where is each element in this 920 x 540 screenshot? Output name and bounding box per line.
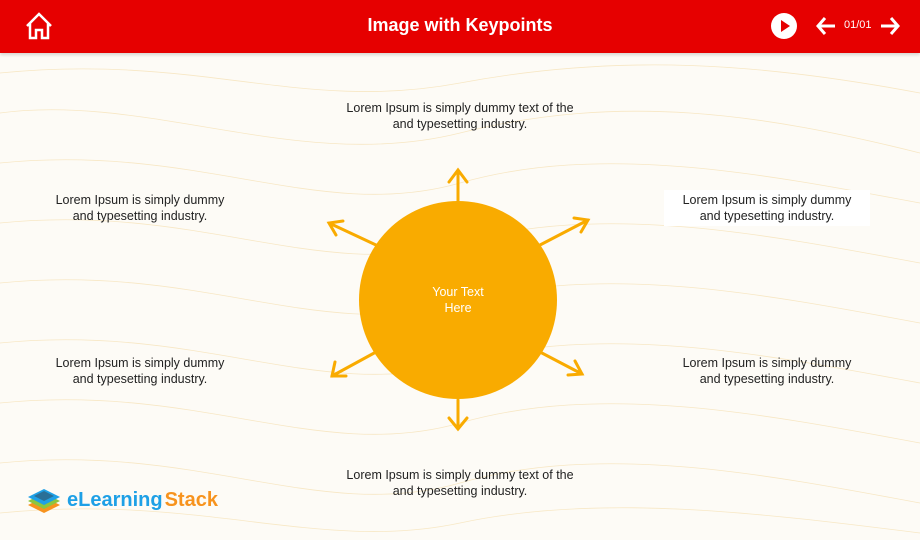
center-text-line2: Here bbox=[444, 301, 472, 315]
arrow-lower-right bbox=[538, 350, 585, 377]
keypoint-text: Lorem Ipsum is simply dummy text of the bbox=[346, 468, 574, 482]
next-arrow-icon[interactable] bbox=[879, 15, 901, 37]
arrow-up bbox=[447, 167, 469, 204]
arrow-down bbox=[447, 398, 469, 432]
keypoint-lower-right: Lorem Ipsum is simply dummy and typesetti… bbox=[667, 355, 867, 387]
keypoint-text: Lorem Ipsum is simply dummy text of the bbox=[346, 101, 574, 115]
logo-text-stack: Stack bbox=[164, 488, 218, 511]
arrow-lower-left bbox=[330, 350, 378, 378]
keypoint-text: and typesetting industry. bbox=[699, 372, 835, 386]
keypoint-text: and typesetting industry. bbox=[699, 209, 835, 223]
keypoint-upper-right: Lorem Ipsum is simply dummy and typesetti… bbox=[664, 190, 870, 226]
top-bar: Image with Keypoints 01/01 bbox=[0, 0, 920, 53]
logo-text-elearning: eLearning bbox=[67, 488, 163, 511]
keypoint-text: Lorem Ipsum is simply dummy bbox=[55, 193, 225, 207]
keypoint-upper-left: Lorem Ipsum is simply dummy and typesetti… bbox=[40, 192, 240, 224]
page-indicator: 01/01 bbox=[844, 19, 872, 31]
logo-stack-icon bbox=[28, 489, 60, 513]
keypoint-text: and typesetting industry. bbox=[392, 484, 528, 498]
keypoint-text: Lorem Ipsum is simply dummy bbox=[55, 356, 225, 370]
keypoint-text: and typesetting industry. bbox=[392, 117, 528, 131]
play-button[interactable] bbox=[771, 13, 797, 39]
keypoint-bottom: Lorem Ipsum is simply dummy text of the a… bbox=[330, 467, 590, 499]
page-title: Image with Keypoints bbox=[367, 15, 553, 35]
keypoint-lower-left: Lorem Ipsum is simply dummy and typesetti… bbox=[40, 355, 240, 387]
keypoint-text: and typesetting industry. bbox=[72, 209, 208, 223]
keypoint-text: and typesetting industry. bbox=[72, 372, 208, 386]
keypoint-text: Lorem Ipsum is simply dummy bbox=[682, 193, 852, 207]
center-text-line1: Your Text bbox=[432, 285, 484, 299]
arrow-upper-left bbox=[326, 219, 378, 247]
keypoint-top: Lorem Ipsum is simply dummy text of the a… bbox=[330, 100, 590, 132]
keypoint-text: Lorem Ipsum is simply dummy bbox=[682, 356, 852, 370]
previous-arrow-icon[interactable] bbox=[815, 15, 837, 37]
home-icon[interactable] bbox=[24, 11, 54, 41]
arrow-upper-right bbox=[538, 216, 591, 247]
